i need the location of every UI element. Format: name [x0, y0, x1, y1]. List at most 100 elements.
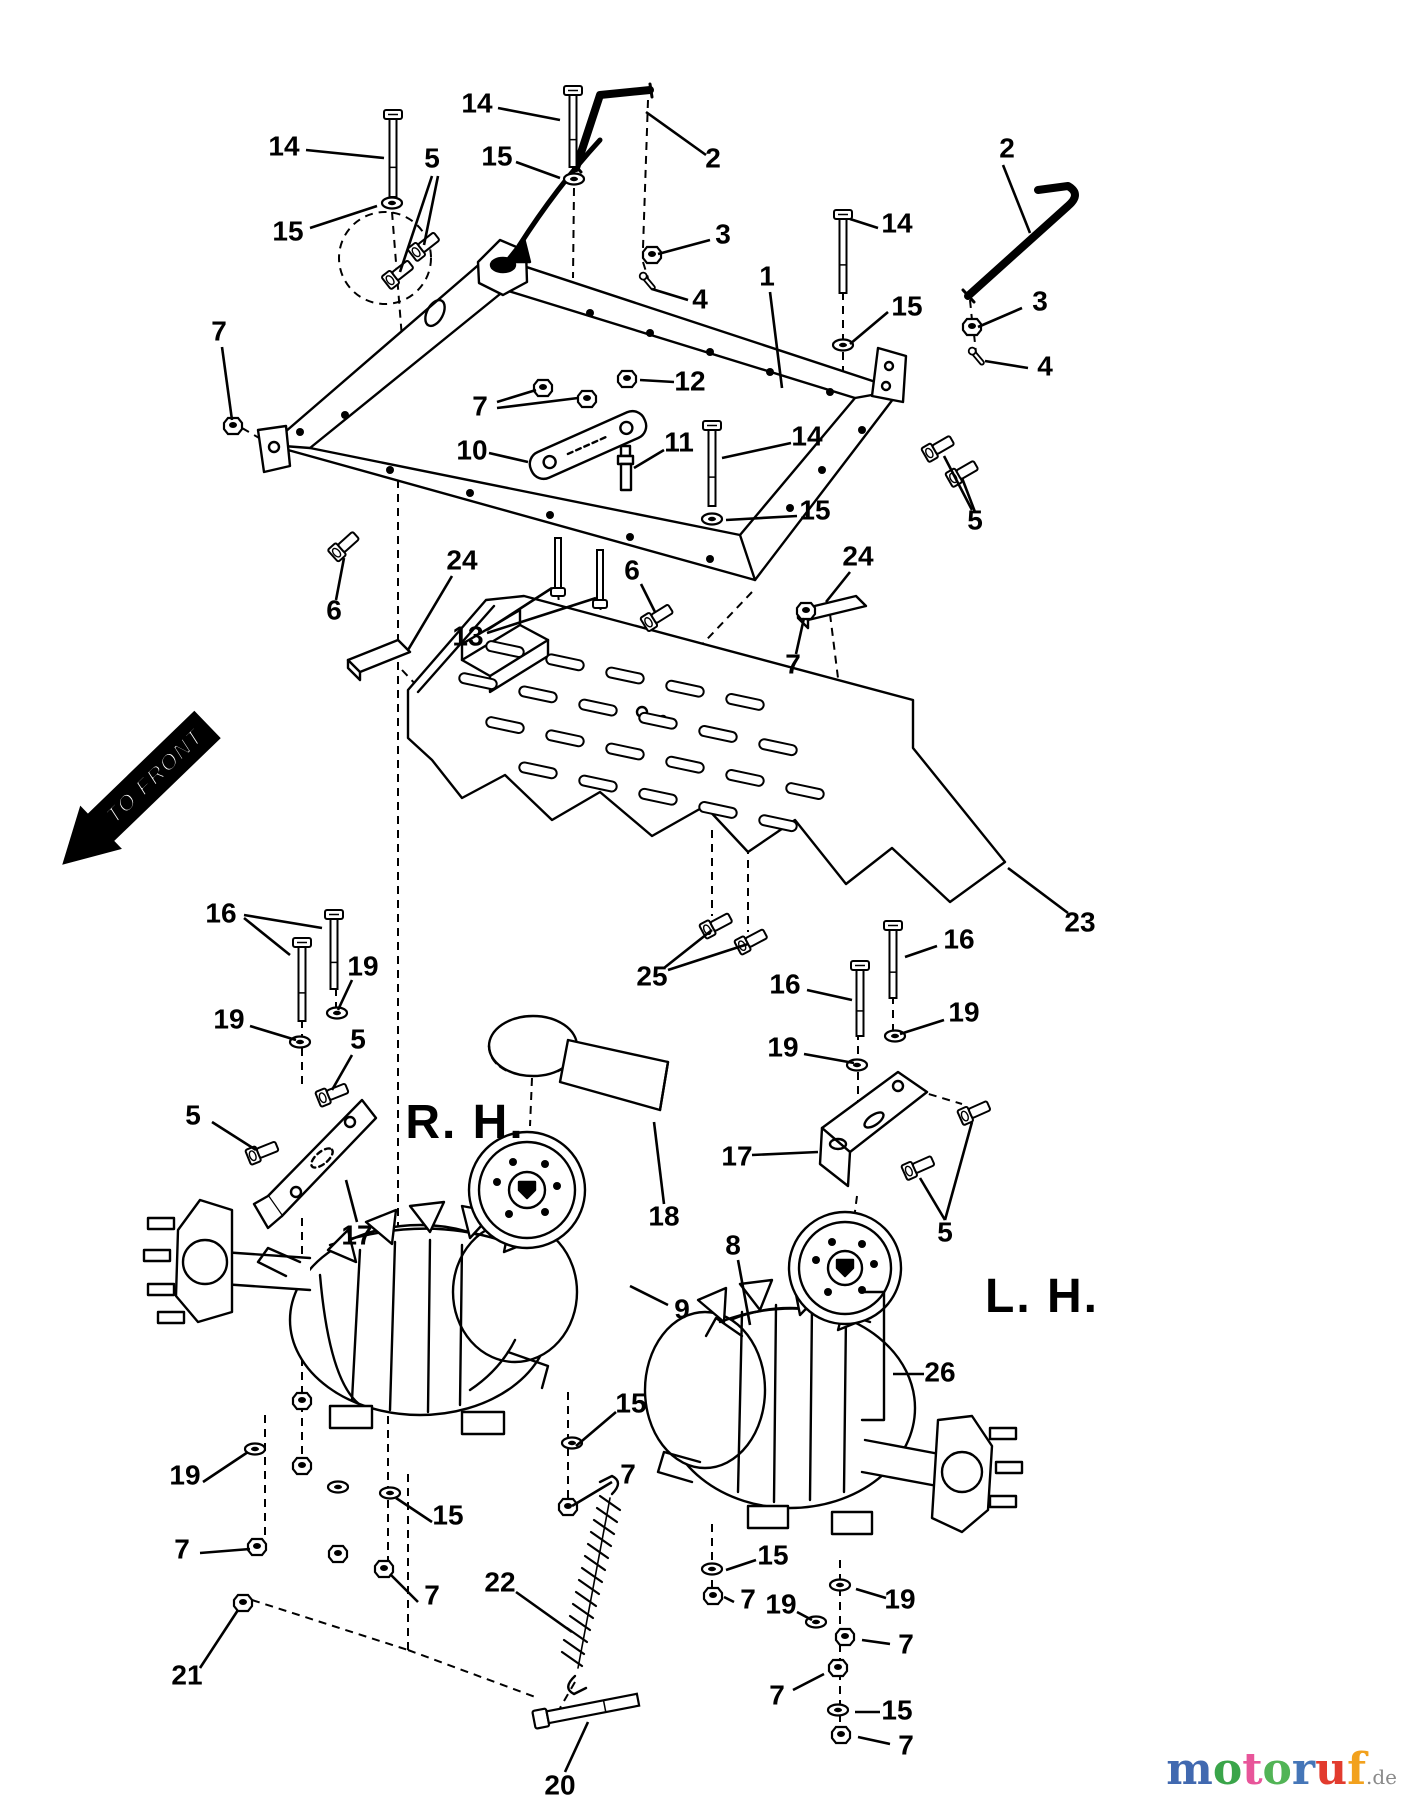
shim-24-left — [346, 638, 412, 682]
dashed-line — [850, 1195, 858, 1243]
logo-letter: o — [1212, 1744, 1243, 1795]
leader-line — [977, 306, 1023, 329]
callout-16: 16 — [943, 923, 974, 954]
lock-nut — [961, 317, 983, 337]
dashed-line — [559, 1681, 576, 1709]
leader-line — [249, 1024, 297, 1042]
lock-nut — [641, 245, 663, 265]
callout-9: 9 — [674, 1293, 690, 1324]
callout-19: 19 — [884, 1583, 915, 1614]
washer — [380, 196, 404, 210]
callout-7: 7 — [740, 1583, 756, 1614]
vent-slot — [758, 814, 798, 833]
callout-22: 22 — [484, 1566, 515, 1597]
leader-line — [943, 1121, 974, 1221]
dashed-line — [671, 591, 753, 677]
leader-line — [768, 291, 784, 389]
callout-15: 15 — [799, 494, 830, 525]
leader-line — [721, 441, 792, 460]
leader-line — [639, 378, 675, 384]
leader-line — [563, 1721, 590, 1773]
leader-line — [861, 1638, 891, 1646]
callout-3: 3 — [1032, 285, 1048, 316]
leader-line — [398, 175, 434, 273]
callout-19: 19 — [213, 1003, 244, 1034]
vent-slot — [785, 782, 825, 801]
vent-slot — [578, 774, 618, 793]
washer — [562, 172, 586, 186]
callout-15: 15 — [615, 1387, 646, 1418]
leader-line — [211, 1120, 257, 1152]
callout-14: 14 — [881, 207, 913, 238]
leader-line — [667, 942, 749, 972]
flange-bolt — [244, 1140, 280, 1166]
callout-7: 7 — [898, 1729, 914, 1760]
leader-line — [849, 217, 879, 230]
flange-bolt — [956, 1100, 992, 1126]
leader-line — [645, 110, 707, 157]
leader-line — [657, 238, 711, 256]
callout-11: 11 — [664, 426, 694, 457]
rh-transaxle — [142, 1130, 587, 1436]
washer — [826, 1703, 850, 1717]
callout-7: 7 — [174, 1533, 190, 1564]
leader-line — [751, 1150, 819, 1157]
stud-bolt — [592, 549, 608, 609]
bolt — [292, 937, 312, 1022]
callout-14: 14 — [268, 130, 300, 161]
vent-slot — [605, 742, 645, 761]
leader-line — [824, 571, 852, 603]
leader-line — [571, 1480, 613, 1508]
washer — [378, 1486, 402, 1500]
dashed-line — [969, 299, 973, 321]
callout-16: 16 — [205, 897, 236, 928]
logo-letter: o — [1262, 1744, 1292, 1795]
logo-letter: u — [1315, 1744, 1348, 1795]
bolt — [324, 909, 344, 990]
callout-19: 19 — [948, 996, 979, 1027]
callout-7: 7 — [424, 1579, 440, 1610]
flange-bolt — [327, 531, 360, 563]
callout-24: 24 — [842, 540, 874, 571]
callout-7: 7 — [769, 1679, 785, 1710]
support-plate-23 — [406, 594, 1007, 904]
vent-slot — [518, 761, 558, 780]
callout-1: 1 — [759, 260, 775, 291]
lh-side-label: L. H. — [985, 1270, 1099, 1323]
callout-20: 20 — [544, 1769, 575, 1800]
to-front-banner: TO FRONT — [62, 710, 221, 865]
shift-rod-right — [961, 182, 1079, 304]
bolt — [833, 209, 853, 294]
leader-line — [899, 1018, 945, 1036]
lock-nut — [246, 1537, 268, 1557]
logo-letter: f — [1347, 1744, 1366, 1795]
leader-line — [305, 148, 385, 160]
vent-slot — [578, 698, 618, 717]
leader-line — [725, 514, 798, 522]
leader-line — [855, 1587, 887, 1600]
dashed-line — [642, 261, 649, 279]
leader-line — [1007, 866, 1069, 915]
vent-slot — [518, 685, 558, 704]
leader-line — [334, 557, 346, 601]
washer — [700, 512, 724, 526]
dashed-line — [572, 187, 575, 279]
leader-line — [496, 396, 579, 410]
chassis-frame — [256, 238, 908, 582]
leader-line — [488, 451, 529, 464]
leader-line — [309, 204, 378, 230]
leader-line — [422, 175, 440, 246]
callout-10: 10 — [456, 434, 487, 465]
cotter-pin — [967, 346, 985, 366]
plate-vent-slots — [458, 640, 825, 833]
leader-line — [202, 1450, 249, 1484]
callout-17: 17 — [721, 1140, 752, 1171]
logo-letter: m — [1166, 1744, 1213, 1795]
callout-14: 14 — [461, 87, 493, 118]
leader-line — [336, 979, 354, 1011]
vent-slot — [605, 666, 645, 685]
bracket-26-marker — [860, 1290, 886, 1422]
lock-nut — [532, 378, 554, 398]
bolt — [563, 85, 583, 168]
